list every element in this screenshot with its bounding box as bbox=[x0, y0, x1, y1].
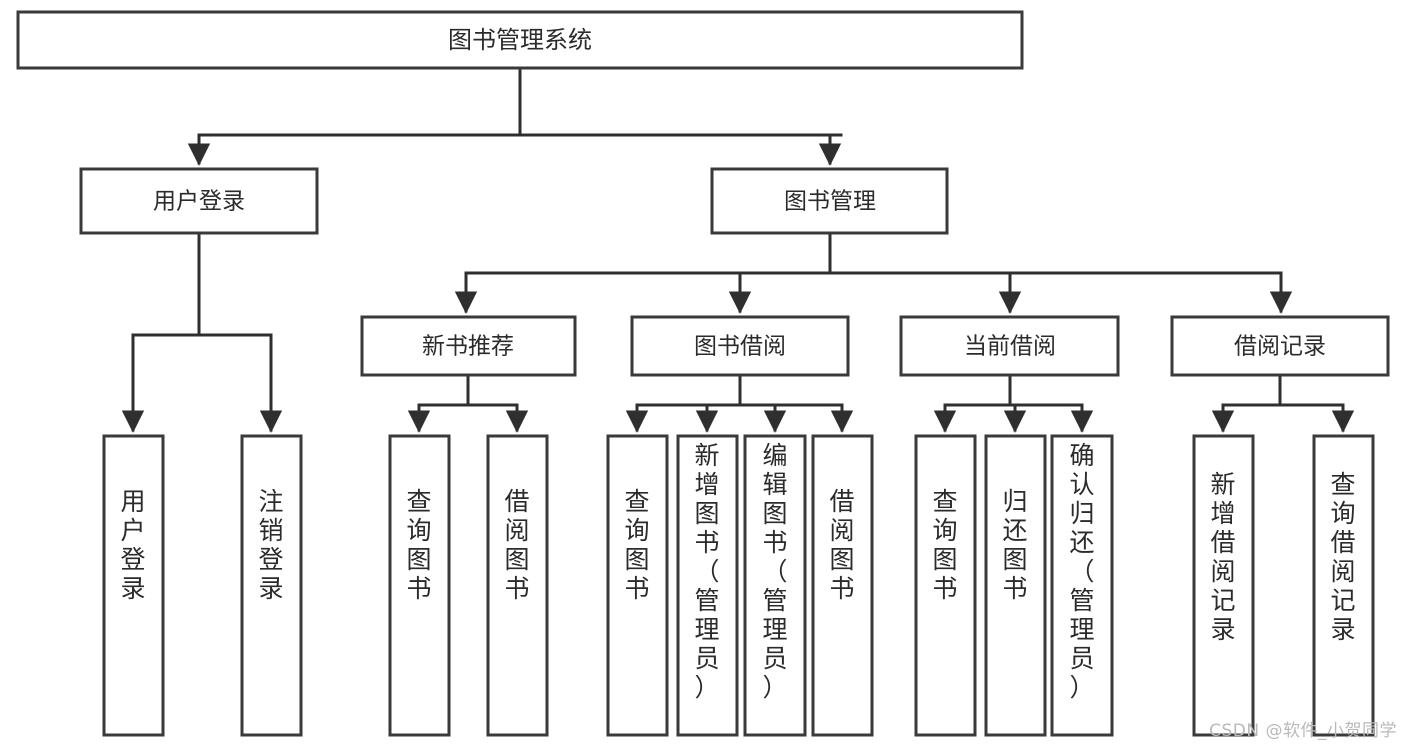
node-borrow-record-label: 借阅记录 bbox=[1234, 334, 1326, 360]
node-book-management[interactable]: 图书管理 bbox=[710, 167, 949, 235]
connector-borrow-record-to-leaves bbox=[1211, 373, 1355, 433]
leaf-confirm-return-admin-label: 确认归还（管理员） bbox=[1069, 441, 1094, 702]
leaf-query-book-borrow-label: 查询图书 bbox=[624, 487, 649, 603]
leaf-logout[interactable]: 注销登录 bbox=[240, 434, 303, 737]
leaf-return-book[interactable]: 归还图书 bbox=[984, 434, 1047, 737]
leaf-add-book-admin[interactable]: 新增图书（管理员） bbox=[676, 434, 739, 737]
leaf-query-book-borrow[interactable]: 查询图书 bbox=[606, 434, 669, 737]
node-current-borrow-label: 当前借阅 bbox=[964, 334, 1056, 360]
leaf-borrow-book-newrec[interactable]: 借阅图书 bbox=[486, 434, 549, 737]
node-new-book-recommend-label: 新书推荐 bbox=[422, 334, 514, 360]
leaf-user-login[interactable]: 用户登录 bbox=[102, 434, 165, 737]
node-current-borrow[interactable]: 当前借阅 bbox=[899, 315, 1120, 377]
connector-user-login-to-leaves bbox=[121, 231, 283, 433]
leaf-query-book-newrec-label: 查询图书 bbox=[406, 487, 431, 603]
node-book-management-label: 图书管理 bbox=[784, 189, 876, 215]
node-root[interactable]: 图书管理系统 bbox=[16, 10, 1024, 70]
leaf-query-book-current[interactable]: 查询图书 bbox=[914, 434, 977, 737]
node-book-borrow-label: 图书借阅 bbox=[694, 334, 786, 360]
connector-current-borrow-to-leaves bbox=[933, 373, 1094, 433]
leaf-edit-book-admin[interactable]: 编辑图书（管理员） bbox=[743, 434, 807, 737]
leaf-confirm-return-admin[interactable]: 确认归还（管理员） bbox=[1050, 434, 1114, 737]
leaf-logout-label: 注销登录 bbox=[258, 487, 283, 603]
leaf-query-book-current-label: 查询图书 bbox=[932, 487, 957, 603]
leaf-query-borrow-record-label: 查询借阅记录 bbox=[1330, 470, 1355, 644]
connector-book-mgmt-to-level3 bbox=[454, 231, 1293, 314]
connector-new-book-rec-to-leaves bbox=[407, 373, 529, 433]
leaf-borrow-book-borrow[interactable]: 借阅图书 bbox=[811, 434, 874, 737]
node-root-label: 图书管理系统 bbox=[448, 26, 592, 54]
leaf-borrow-book-borrow-label: 借阅图书 bbox=[829, 487, 854, 603]
leaf-query-borrow-record[interactable]: 查询借阅记录 bbox=[1312, 434, 1375, 737]
leaf-user-login-label: 用户登录 bbox=[120, 487, 145, 603]
leaf-add-borrow-record[interactable]: 新增借阅记录 bbox=[1192, 434, 1255, 737]
leaf-borrow-book-newrec-label: 借阅图书 bbox=[504, 487, 529, 603]
node-borrow-record[interactable]: 借阅记录 bbox=[1170, 315, 1390, 377]
leaf-add-borrow-record-label: 新增借阅记录 bbox=[1210, 470, 1235, 644]
leaf-query-book-newrec[interactable]: 查询图书 bbox=[388, 434, 451, 737]
connector-book-borrow-to-leaves bbox=[625, 373, 854, 433]
node-book-borrow[interactable]: 图书借阅 bbox=[630, 315, 850, 377]
node-user-login[interactable]: 用户登录 bbox=[79, 167, 319, 235]
node-new-book-recommend[interactable]: 新书推荐 bbox=[360, 315, 577, 377]
connector-root-to-level2 bbox=[187, 66, 843, 166]
leaf-return-book-label: 归还图书 bbox=[1002, 487, 1027, 603]
leaf-edit-book-admin-label: 编辑图书（管理员） bbox=[762, 441, 787, 702]
leaf-add-book-admin-label: 新增图书（管理员） bbox=[694, 441, 719, 702]
node-user-login-label: 用户登录 bbox=[153, 189, 245, 215]
